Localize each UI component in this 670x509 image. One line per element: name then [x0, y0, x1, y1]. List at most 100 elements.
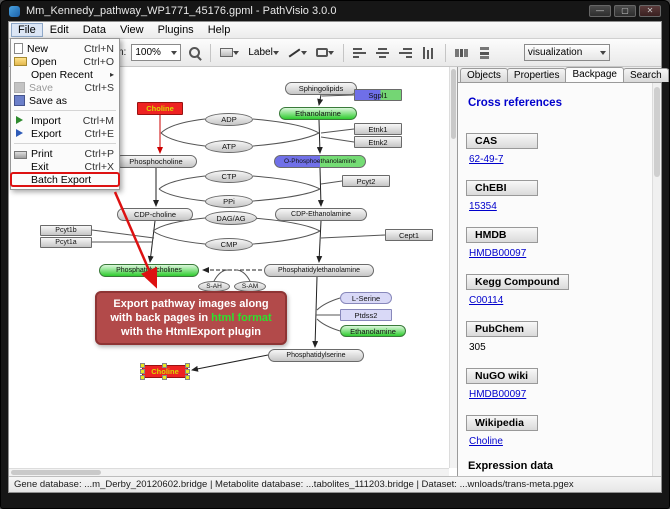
pathway-edge[interactable] — [317, 94, 324, 106]
pathway-edge[interactable] — [160, 118, 206, 134]
pathway-edge[interactable] — [316, 318, 341, 332]
label-tool-button[interactable]: Label — [245, 43, 281, 63]
menu-help[interactable]: Help — [207, 24, 231, 36]
panel-scrollbar[interactable] — [652, 83, 661, 476]
crossref-link[interactable]: Choline — [469, 436, 503, 447]
zoom-fit-button[interactable] — [184, 43, 204, 63]
visualization-combobox[interactable]: visualization — [523, 44, 610, 61]
tab-search[interactable]: Search — [622, 68, 669, 82]
tab-backpage[interactable]: Backpage — [565, 67, 624, 82]
shape-tool-button[interactable] — [313, 43, 337, 63]
selection-handle[interactable] — [140, 363, 145, 368]
pathway-edge[interactable] — [252, 188, 321, 202]
pathway-node-pcyt2[interactable]: Pcyt2 — [342, 175, 390, 187]
align-left-button[interactable] — [350, 43, 370, 63]
pathway-edge[interactable] — [317, 167, 324, 207]
align-center-button[interactable] — [373, 43, 393, 63]
pathway-node-pcyt1b[interactable]: Pcyt1b — [40, 225, 92, 236]
canvas-vertical-scrollbar[interactable] — [449, 67, 457, 468]
pathway-edge[interactable] — [320, 128, 355, 134]
menu-edit[interactable]: Edit — [49, 24, 69, 36]
tab-properties[interactable]: Properties — [506, 68, 567, 82]
pathway-edge[interactable] — [320, 234, 386, 239]
selection-handle[interactable] — [162, 375, 167, 380]
pathway-edge[interactable] — [312, 276, 319, 348]
pathway-node-dag-ag[interactable]: DAG/AG — [205, 211, 257, 225]
crossref-link[interactable]: 15354 — [469, 201, 497, 212]
selection-handle[interactable] — [162, 363, 167, 368]
pathway-node-o-phosphoethanolamine[interactable]: O-Phosphoethanolamine — [274, 155, 366, 168]
close-button[interactable]: ✕ — [639, 5, 661, 17]
selection-handle[interactable] — [140, 368, 145, 374]
align-top-button[interactable] — [419, 43, 439, 63]
pathway-node-ppi[interactable]: PPi — [205, 195, 253, 208]
align-right-button[interactable] — [396, 43, 416, 63]
pathway-edge[interactable] — [316, 119, 323, 154]
pathway-node-ethanolamine[interactable]: Ethanolamine — [279, 107, 357, 120]
pathway-node-ctp[interactable]: CTP — [205, 170, 253, 183]
menu-item-save-as[interactable]: Save as — [11, 94, 119, 107]
pathway-edge[interactable] — [321, 94, 355, 97]
datanode-tool-button[interactable] — [217, 43, 242, 63]
menu-file[interactable]: File — [11, 23, 43, 37]
pathway-edge[interactable] — [252, 118, 320, 134]
pathway-node-phosphatidylserine[interactable]: Phosphatidylserine — [268, 349, 364, 362]
pathway-node-choline[interactable]: Choline — [137, 102, 183, 115]
pathway-edge[interactable] — [158, 188, 206, 202]
pathway-edge[interactable] — [252, 132, 320, 147]
pathway-edge[interactable] — [252, 217, 321, 232]
crossref-link[interactable]: HMDB00097 — [469, 389, 527, 400]
tab-legend[interactable]: Legend — [667, 68, 669, 82]
pathway-node-ethanolamine[interactable]: Ethanolamine — [340, 325, 406, 337]
pathway-node-phosphocholine[interactable]: Phosphocholine — [115, 155, 197, 168]
crossref-link[interactable]: C00114 — [469, 295, 504, 306]
canvas-horizontal-scrollbar[interactable] — [9, 468, 449, 476]
titlebar[interactable]: Mm_Kennedy_pathway_WP1771_45176.gpml - P… — [1, 1, 669, 21]
zoom-combobox[interactable]: 100% — [131, 44, 182, 61]
pathway-edge[interactable] — [252, 175, 321, 190]
pathway-edge[interactable] — [158, 175, 206, 190]
selection-handle[interactable] — [185, 363, 190, 368]
distribute-vertical-button[interactable] — [475, 43, 495, 63]
pathway-node-etnk1[interactable]: Etnk1 — [354, 123, 402, 135]
pathway-node-sgpl1[interactable]: Sgpl1 — [354, 89, 402, 101]
scrollbar-thumb[interactable] — [654, 87, 660, 177]
selection-handle[interactable] — [185, 368, 190, 374]
crossref-link[interactable]: 62-49-7 — [469, 154, 504, 165]
pathway-node-adp[interactable]: ADP — [205, 113, 253, 126]
pathway-node-cmp[interactable]: CMP — [205, 238, 253, 251]
pathway-node-phosphatidylcholines[interactable]: Phosphatidylcholines — [99, 264, 199, 277]
distribute-horizontal-button[interactable] — [452, 43, 472, 63]
line-tool-button[interactable] — [285, 43, 310, 63]
pathway-edge[interactable] — [252, 230, 321, 245]
pathway-edge[interactable] — [320, 136, 355, 143]
scrollbar-thumb[interactable] — [451, 69, 456, 139]
pathway-node-pcyt1a[interactable]: Pcyt1a — [40, 237, 92, 248]
minimize-button[interactable]: — — [589, 5, 611, 17]
selection-handle[interactable] — [185, 375, 190, 380]
pathway-node-cdp-choline[interactable]: CDP-choline — [117, 208, 193, 221]
pathway-node-ptdss2[interactable]: Ptdss2 — [340, 309, 392, 321]
pathway-edge[interactable] — [191, 354, 269, 372]
pathway-node-cdp-ethanolamine[interactable]: CDP-Ethanolamine — [275, 208, 367, 221]
crossref-link[interactable]: HMDB00097 — [469, 248, 527, 259]
selection-handle[interactable] — [140, 375, 145, 380]
menu-item-batch-export[interactable]: Batch Export — [10, 172, 120, 187]
pathway-node-cept1[interactable]: Cept1 — [385, 229, 433, 241]
pathway-node-phosphatidylethanolamine[interactable]: Phosphatidylethanolamine — [264, 264, 374, 277]
pathway-edge[interactable] — [316, 220, 323, 263]
pathway-node-l-serine[interactable]: L-Serine — [340, 292, 392, 304]
pathway-node-choline[interactable]: Choline — [140, 363, 190, 380]
pathway-edge[interactable] — [320, 180, 343, 185]
pathway-edge[interactable] — [213, 269, 229, 282]
maximize-button[interactable]: ▢ — [614, 5, 636, 17]
pathway-node-sphingolipids[interactable]: Sphingolipids — [285, 82, 357, 95]
scrollbar-thumb[interactable] — [11, 470, 101, 475]
menu-plugins[interactable]: Plugins — [157, 24, 194, 36]
